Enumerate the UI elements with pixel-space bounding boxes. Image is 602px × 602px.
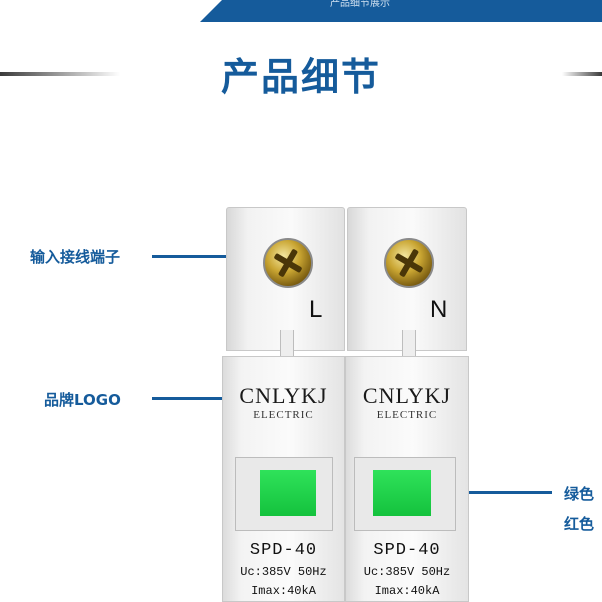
callout-terminal-line <box>152 255 252 258</box>
module-body-n: CNLYKJ ELECTRIC SPD-40 Uc:385V 50Hz Imax… <box>345 356 469 602</box>
page-title: 产品细节 <box>220 55 381 99</box>
callout-logo-line <box>152 397 232 400</box>
status-indicator <box>260 470 316 516</box>
model-label: SPD-40 <box>249 541 318 560</box>
terminal-block-n: N <box>347 207 467 351</box>
brand-logo: CNLYKJ <box>239 383 328 408</box>
indicator-window <box>235 457 333 531</box>
banner-subtitle: 产品细节展示 <box>330 0 390 8</box>
model-label: SPD-40 <box>373 541 441 560</box>
callout-indicator-label-2: 红色 <box>564 515 595 533</box>
heading-decoration-right <box>562 72 602 76</box>
status-indicator <box>373 470 431 516</box>
brand-subtitle: ELECTRIC <box>253 409 314 421</box>
spec-voltage: Uc:385V 50Hz <box>240 565 327 579</box>
top-banner-band <box>200 0 602 22</box>
callout-terminal-label: 输入接线端子 <box>30 248 121 266</box>
spec-voltage: Uc:385V 50Hz <box>363 565 451 579</box>
brand-subtitle: ELECTRIC <box>376 409 438 421</box>
screw-icon <box>384 238 434 288</box>
heading-decoration-left <box>0 72 120 76</box>
terminal-label-n: N <box>430 296 448 323</box>
indicator-window <box>354 457 456 531</box>
callout-indicator-line <box>446 491 552 494</box>
terminal-block-l: L <box>226 207 345 351</box>
brand-logo: CNLYKJ <box>362 383 452 408</box>
screw-icon <box>263 238 313 288</box>
terminal-label-l: L <box>309 296 323 323</box>
callout-indicator-label-1: 绿色 <box>564 485 595 503</box>
spec-current: Imax:40kA <box>374 584 440 598</box>
module-body-l: CNLYKJ ELECTRIC SPD-40 Uc:385V 50Hz Imax… <box>222 356 345 602</box>
callout-logo-label: 品牌LOGO <box>44 391 121 409</box>
spec-current: Imax:40kA <box>251 584 316 598</box>
